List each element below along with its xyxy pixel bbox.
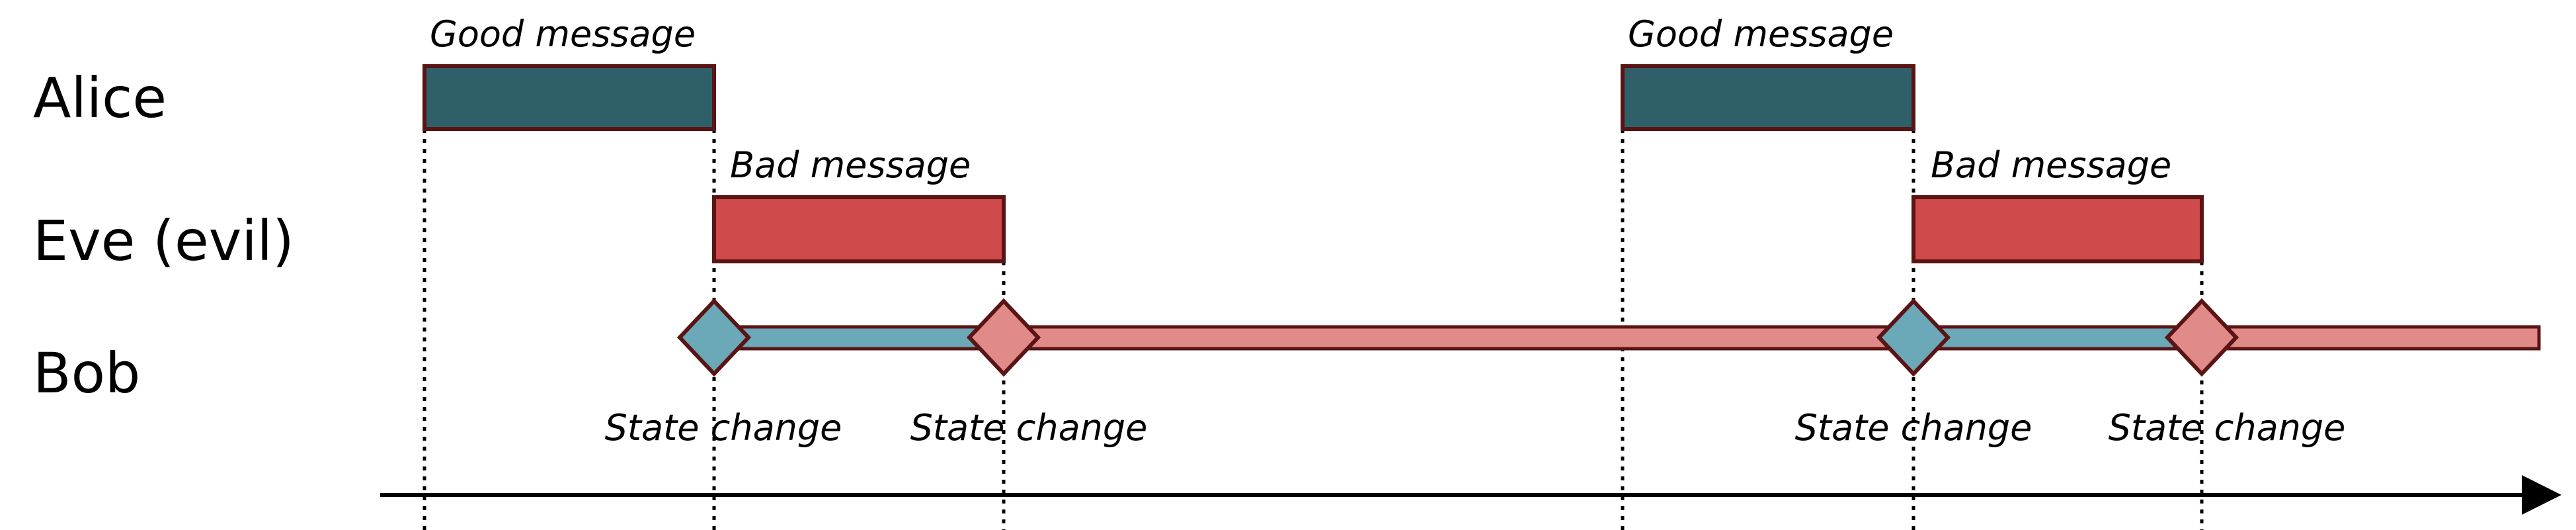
good-message-box — [423, 64, 716, 131]
actor-label-alice: Alice — [33, 66, 167, 130]
message-label: Good message — [430, 13, 696, 55]
state-change-label: State change — [2109, 407, 2346, 449]
message-label: Good message — [1628, 13, 1894, 55]
message-label: Bad message — [730, 144, 971, 186]
message-label: Bad message — [1931, 144, 2171, 186]
good-message-box — [1621, 64, 1915, 131]
state-change-label: State change — [910, 407, 1148, 449]
state-change-diamond — [1876, 298, 1951, 377]
actor-label-eve: Eve (evil) — [33, 208, 294, 273]
state-segment-bad — [1002, 325, 1915, 351]
state-change-label: State change — [1795, 407, 2033, 449]
state-segment-good — [712, 325, 1006, 351]
state-change-diamond — [676, 298, 752, 377]
state-change-diamond — [2164, 298, 2239, 377]
bad-message-box — [1912, 195, 2204, 263]
actor-label-bob: Bob — [33, 341, 140, 406]
state-segment-bad — [2200, 325, 2541, 351]
state-change-diamond — [966, 298, 1041, 377]
state-change-label: State change — [605, 407, 842, 449]
bad-message-box — [712, 195, 1006, 263]
state-segment-good — [1912, 325, 2204, 351]
